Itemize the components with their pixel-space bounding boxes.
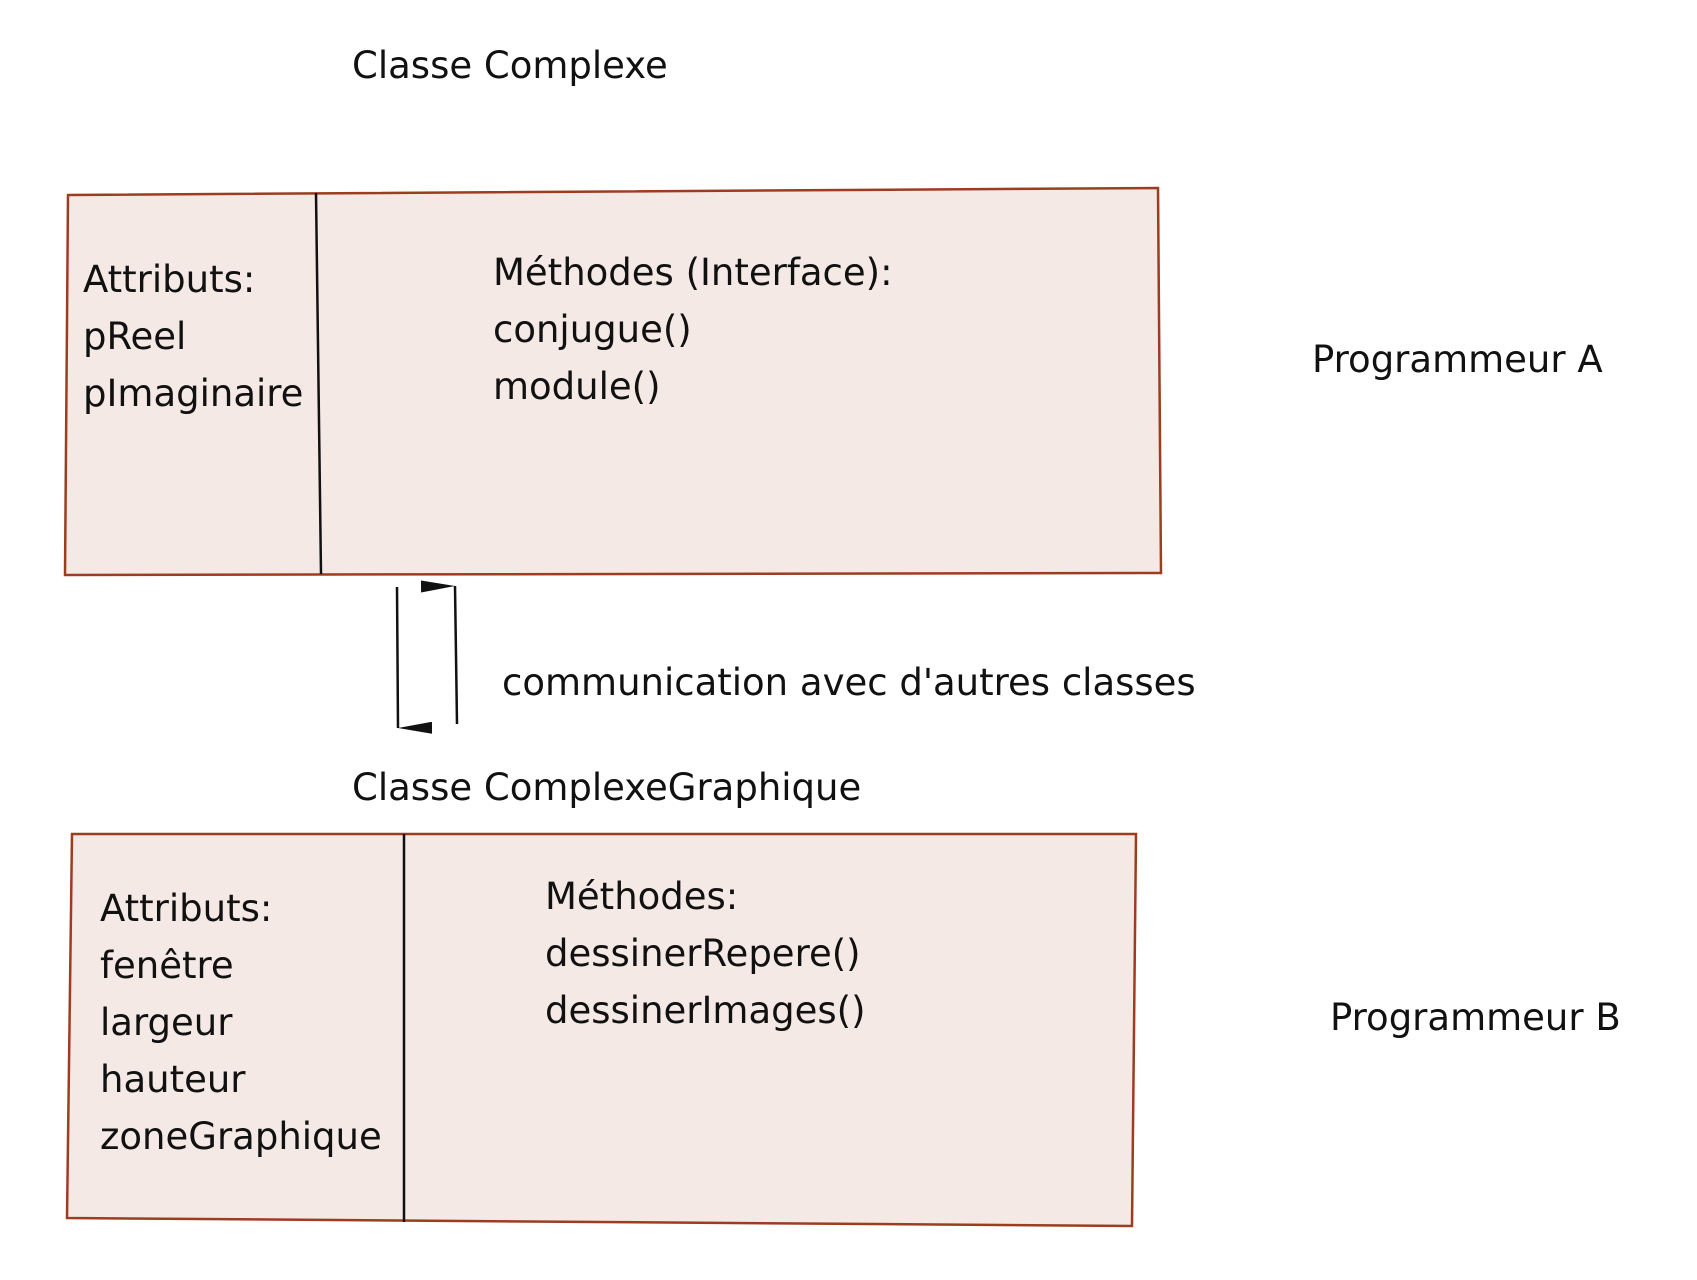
class-complexe-frame [63, 186, 1163, 577]
attribute-fenetre: fenêtre [100, 944, 234, 987]
arrow-up [420, 580, 459, 725]
method-dessinerrepere: dessinerRepere() [545, 932, 861, 975]
class-complexe-box: Attributs: pReel pImaginaire Méthodes (I… [63, 186, 1163, 577]
attribute-pimaginaire: pImaginaire [83, 372, 303, 415]
attribute-hauteur: hauteur [100, 1058, 246, 1101]
class-complexegraphique-title: Classe ComplexeGraphique [352, 766, 861, 809]
class-complexe-divider [314, 192, 323, 575]
arrow-down [395, 586, 433, 734]
class-complexegraphique-attributes: Attributs: fenêtre largeur hauteur zoneG… [100, 887, 382, 1158]
attributes-heading: Attributs: [83, 258, 255, 301]
attribute-preel: pReel [83, 315, 186, 358]
methods-heading: Méthodes (Interface): [493, 251, 893, 294]
attribute-largeur: largeur [100, 1001, 233, 1044]
class-complexegraphique-box: Attributs: fenêtre largeur hauteur zoneG… [65, 832, 1138, 1228]
class-complexe-title: Classe Complexe [352, 44, 668, 87]
methods-heading: Méthodes: [545, 875, 738, 918]
attributes-heading: Attributs: [100, 887, 272, 930]
class-complexe-methods: Méthodes (Interface): conjugue() module(… [493, 251, 904, 408]
class-complexegraphique-methods: Méthodes: dessinerRepere() dessinerImage… [545, 875, 872, 1032]
method-module: module() [493, 365, 661, 408]
communication-label: communication avec d'autres classes [502, 661, 1196, 704]
programmeur-a-label: Programmeur A [1312, 338, 1603, 381]
class-complexe-attributes: Attributs: pReel pImaginaire [83, 258, 303, 415]
attribute-zonegraphique: zoneGraphique [100, 1115, 382, 1158]
programmeur-b-label: Programmeur B [1330, 996, 1621, 1039]
class-complexegraphique-frame [65, 832, 1138, 1228]
method-conjugue: conjugue() [493, 308, 692, 351]
method-dessinerimages: dessinerImages() [545, 989, 866, 1032]
